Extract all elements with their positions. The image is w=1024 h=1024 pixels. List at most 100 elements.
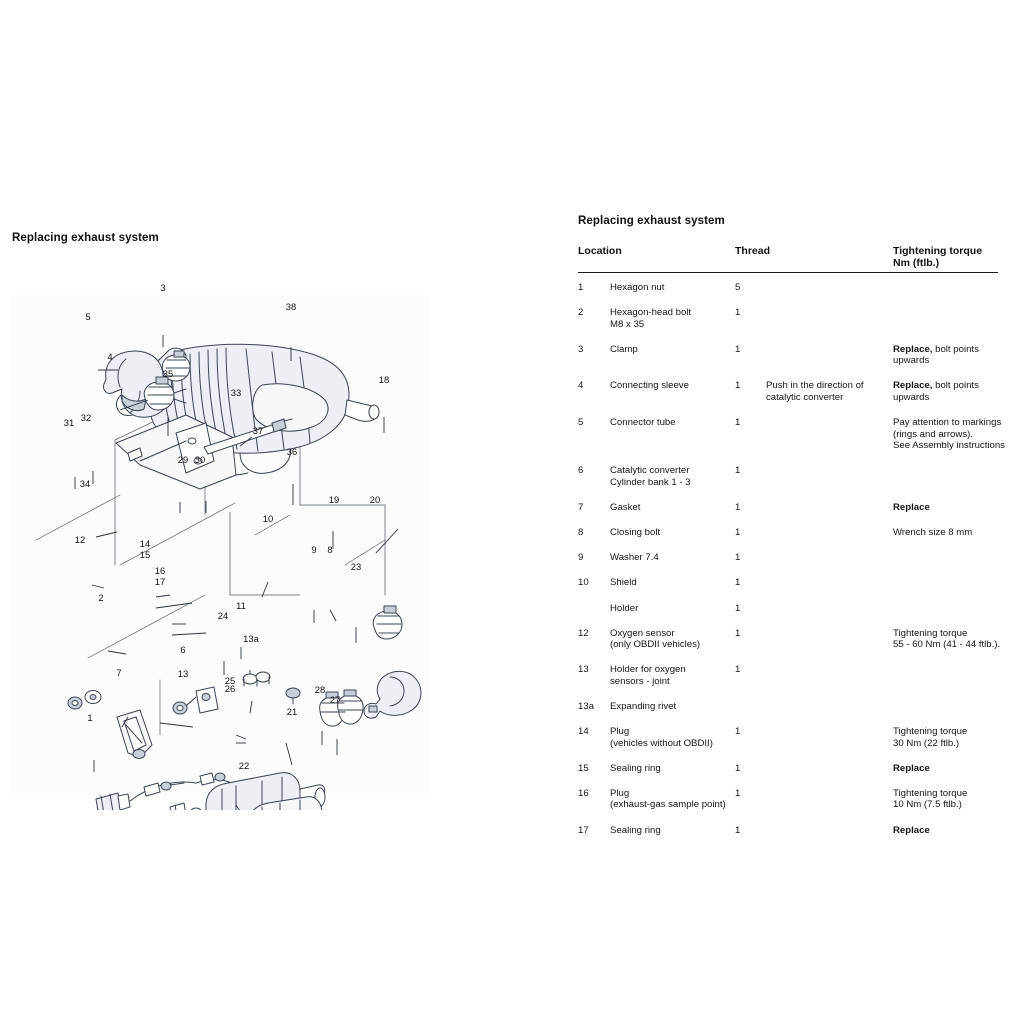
row-location-number: 5 bbox=[578, 417, 584, 429]
row-thread-count: 1 bbox=[735, 726, 741, 738]
row-part-name: Hexagon nut bbox=[610, 282, 665, 293]
callout-8: 8 bbox=[327, 544, 332, 555]
callout-18: 18 bbox=[379, 374, 389, 385]
header-rule bbox=[578, 272, 998, 273]
callout-5: 5 bbox=[85, 311, 90, 322]
callout-13: 13 bbox=[178, 668, 188, 679]
row-tightening-torque: Pay attention to markings(rings and arro… bbox=[893, 417, 1005, 452]
washer-part-32 bbox=[84, 690, 102, 704]
plug-part-14 bbox=[169, 802, 186, 810]
callout-6: 6 bbox=[180, 644, 185, 655]
row-part-name: Clamp bbox=[610, 343, 638, 355]
callout-2: 2 bbox=[98, 592, 103, 603]
row-part-name: Holder bbox=[610, 602, 639, 614]
callout-32: 32 bbox=[81, 412, 91, 423]
callout-30: 30 bbox=[195, 454, 205, 465]
row-thread-count: 1 bbox=[735, 824, 741, 836]
row-thread-count: 1 bbox=[735, 552, 741, 564]
callout-19: 19 bbox=[329, 494, 339, 505]
callout-3: 3 bbox=[160, 282, 165, 293]
bracket-part-30 bbox=[195, 686, 219, 714]
row-thread-count: 1 bbox=[735, 380, 741, 392]
callout-35: 35 bbox=[163, 368, 173, 379]
column-header-location: Location bbox=[578, 245, 622, 257]
callout-23: 23 bbox=[351, 561, 361, 572]
connector-tube-part-20 bbox=[363, 670, 422, 719]
callout-31: 31 bbox=[64, 417, 74, 428]
table-row: 1 Hexagon nut 5 bbox=[578, 282, 1008, 298]
row-location-number: 15 bbox=[578, 762, 589, 774]
callout-11: 11 bbox=[236, 600, 246, 611]
callout-15: 15 bbox=[140, 549, 150, 560]
callout-36: 36 bbox=[287, 446, 297, 457]
row-location-number: 13 bbox=[578, 664, 589, 676]
callout-1: 1 bbox=[87, 712, 92, 723]
callout-24: 24 bbox=[218, 610, 228, 621]
callout-9: 9 bbox=[311, 544, 316, 555]
row-thread-count: 1 bbox=[735, 307, 741, 319]
row-thread-count: 5 bbox=[735, 282, 741, 293]
row-part-name: Expanding rivet bbox=[610, 700, 677, 712]
callout-21: 21 bbox=[287, 706, 297, 717]
row-tightening-torque: Replace bbox=[893, 824, 930, 836]
row-location-number: 6 bbox=[578, 465, 584, 477]
callout-26: 26 bbox=[225, 683, 235, 694]
row-location-number: 14 bbox=[578, 726, 589, 738]
exhaust-diagram-svg: .ln{fill:none;stroke:#3a4454;stroke-widt… bbox=[10, 282, 430, 810]
callout-10: 10 bbox=[263, 513, 273, 524]
table-header-row: Location Thread Tightening torque Nm (ft… bbox=[578, 245, 1008, 275]
callout-37: 37 bbox=[253, 425, 263, 436]
callout-12: 12 bbox=[75, 534, 85, 545]
row-thread-count: 1 bbox=[735, 527, 741, 539]
row-part-name: Connecting sleeve bbox=[610, 380, 689, 392]
row-location-number: 1 bbox=[578, 282, 584, 293]
row-location-number: 13a bbox=[578, 700, 595, 712]
row-location-number: 12 bbox=[578, 627, 589, 639]
row-tightening-torque: Wrench size 8 mm bbox=[893, 527, 973, 539]
rod-part-33 bbox=[203, 418, 293, 455]
row-thread-count: 1 bbox=[735, 664, 741, 676]
callout-22: 22 bbox=[239, 760, 249, 771]
row-tightening-torque: Replace bbox=[893, 502, 930, 514]
row-thread-count: 1 bbox=[735, 502, 741, 514]
row-thread-count: 1 bbox=[735, 787, 741, 799]
row-thread-count: 1 bbox=[735, 602, 741, 614]
table-title: Replacing exhaust system bbox=[578, 215, 725, 227]
clamp-set-part-19 bbox=[319, 689, 364, 727]
oxygen-sensor-part-12 bbox=[95, 772, 241, 810]
callout-28: 28 bbox=[315, 684, 325, 695]
column-header-torque-line1: Tightening torque bbox=[893, 245, 983, 257]
connecting-sleeve-part-4 bbox=[143, 376, 187, 411]
table-row: 13a Expanding rivet bbox=[578, 701, 1008, 717]
callout-34: 34 bbox=[80, 478, 90, 489]
hardware-part-37 bbox=[242, 671, 271, 687]
diagram-title: Replacing exhaust system bbox=[12, 232, 159, 244]
row-thread-count: 1 bbox=[735, 417, 741, 429]
diagram-panel: Replacing exhaust system .ln{fill:none;s… bbox=[0, 215, 512, 815]
row-location-number: 9 bbox=[578, 552, 584, 564]
row-location-number: 10 bbox=[578, 577, 589, 589]
row-part-name: Gasket bbox=[610, 502, 641, 514]
row-thread-count: 1 bbox=[735, 343, 741, 355]
heat-shield-part-10 bbox=[253, 796, 323, 810]
row-location-number: 8 bbox=[578, 527, 584, 539]
